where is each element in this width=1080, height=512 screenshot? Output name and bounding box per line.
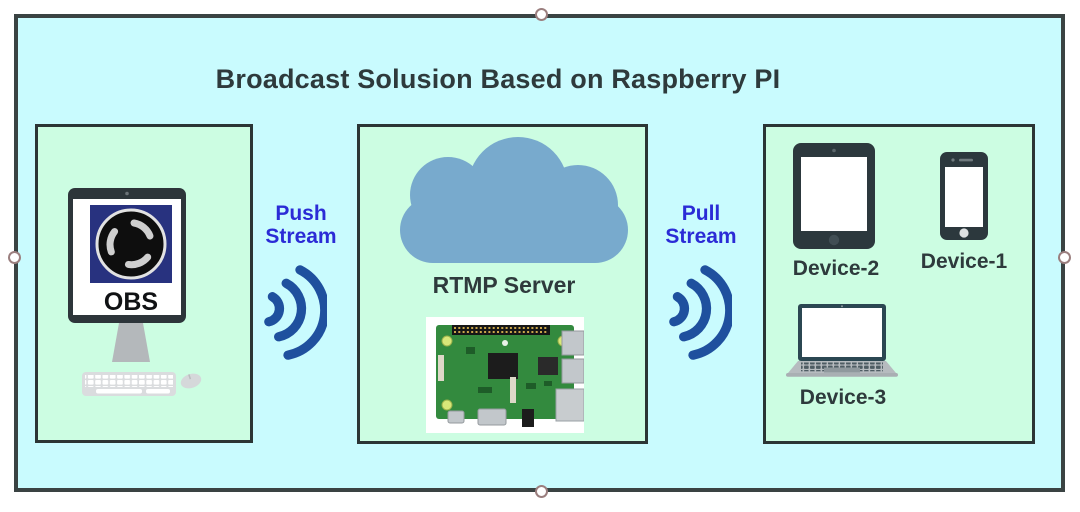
- tablet-icon: [793, 143, 875, 249]
- device-3-label: Device-3: [799, 386, 887, 409]
- pull-stream-label: Pull Stream: [651, 202, 751, 248]
- desktop-computer-icon: [68, 188, 202, 396]
- device-2-label: Device-2: [792, 257, 880, 280]
- push-stream-line1: Push: [275, 202, 327, 225]
- raspberry-pi-image: [426, 317, 584, 433]
- device-1-label: Device-1: [920, 250, 1008, 273]
- resize-handle-top[interactable]: [535, 8, 548, 21]
- push-signal-waves-icon: [264, 265, 327, 360]
- resize-handle-bottom[interactable]: [535, 485, 548, 498]
- push-stream-label: Push Stream: [251, 202, 351, 248]
- phone-icon: [940, 152, 988, 240]
- resize-handle-left[interactable]: [8, 251, 21, 264]
- rtmp-server-label: RTMP Server: [432, 272, 576, 298]
- push-stream-line2: Stream: [265, 225, 337, 248]
- laptop-icon: [786, 304, 898, 377]
- obs-label: OBS: [103, 288, 159, 316]
- resize-handle-right[interactable]: [1058, 251, 1071, 264]
- pull-stream-line2: Stream: [665, 225, 737, 248]
- diagram-title: Broadcast Solusion Based on Raspberry PI: [215, 64, 781, 94]
- pull-signal-waves-icon: [669, 265, 732, 360]
- cloud-icon: [400, 137, 628, 263]
- pull-stream-line1: Pull: [681, 202, 721, 225]
